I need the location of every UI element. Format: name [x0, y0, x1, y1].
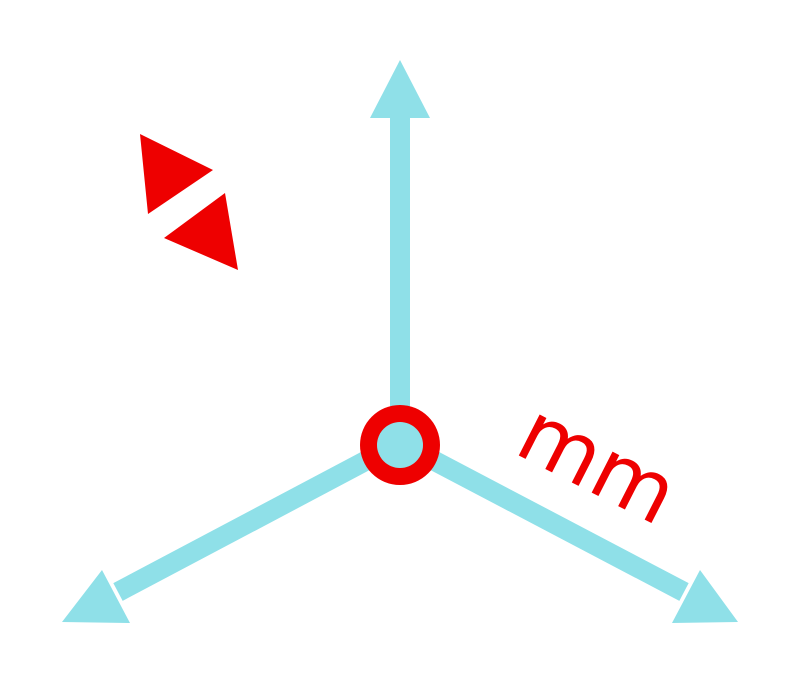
flip-triangles-icon — [140, 134, 238, 270]
up-axis-arrow — [370, 60, 430, 440]
lower-right-axis-arrow — [405, 439, 738, 623]
lower-left-axis-arrow — [62, 439, 395, 623]
origin-marker — [360, 405, 440, 485]
